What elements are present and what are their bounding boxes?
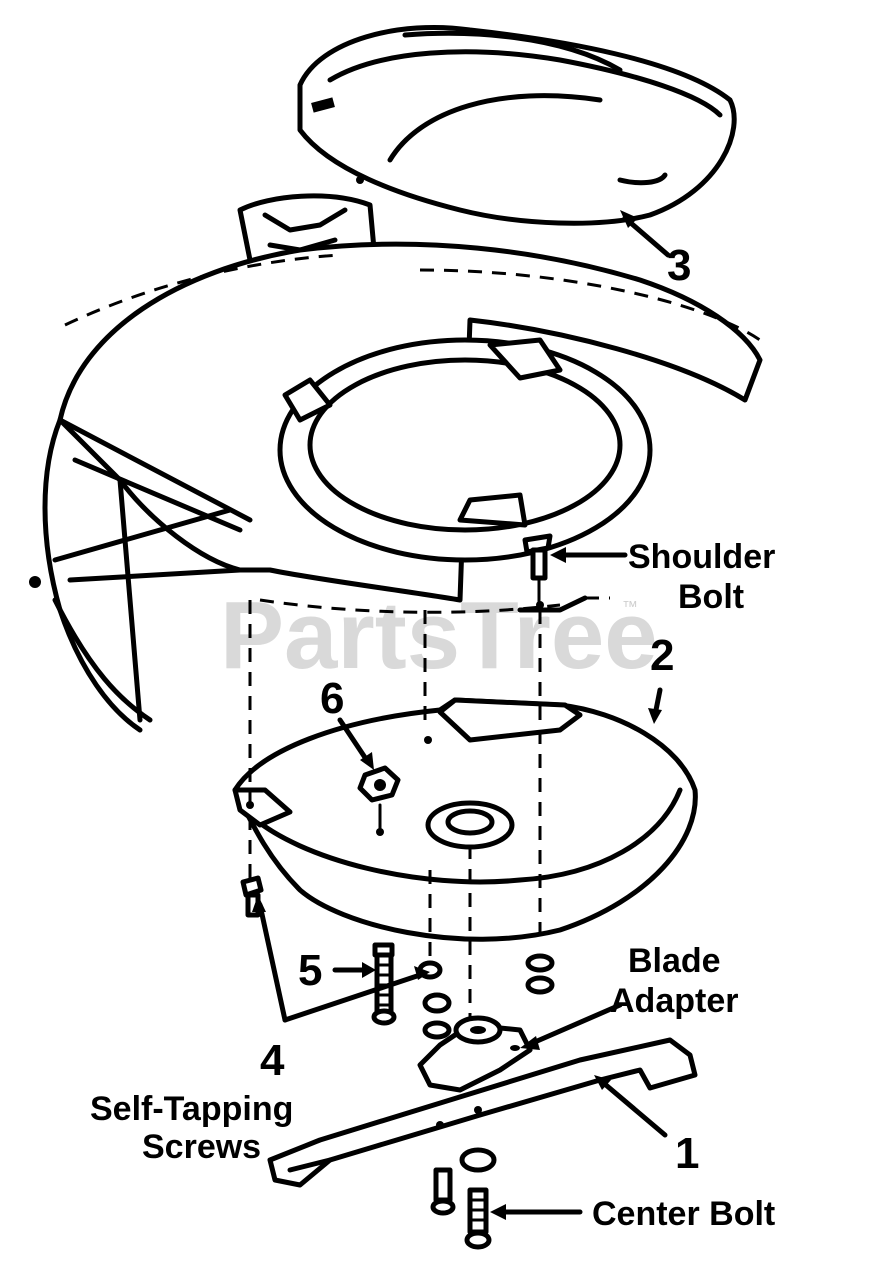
callout-3: 3 [667,241,691,290]
center-bolt-part [459,1147,497,1250]
watermark-trademark: ™ [622,599,638,616]
callout-1: 1 [675,1129,699,1178]
label-center-bolt: Center Bolt [592,1195,775,1233]
blower-ring-frame [277,337,653,563]
deflector-piece [517,595,610,613]
blade-adapter-part [417,1015,533,1093]
washer-stack [417,953,555,1040]
shoulder-bolt-part [522,533,553,609]
callout-5: 5 [298,946,322,995]
nut-part [357,765,401,836]
callout-4: 4 [260,1036,285,1085]
engine-cover-part [297,25,737,226]
label-bolt: Bolt [678,578,744,616]
blade-baffle-part [232,697,698,942]
leader-lines [252,210,671,1220]
mower-blade-part [267,1037,698,1188]
callout-2: 2 [650,631,674,680]
alignment-guides [248,600,542,1020]
label-self-tapping: Self-Tapping [90,1090,293,1128]
label-blade: Blade [628,942,721,980]
label-adapter: Adapter [610,982,738,1020]
callout-6: 6 [320,674,344,723]
self-tapping-screw-bottom [430,1167,456,1216]
label-shoulder: Shoulder [628,538,775,576]
label-screws: Screws [142,1128,261,1166]
